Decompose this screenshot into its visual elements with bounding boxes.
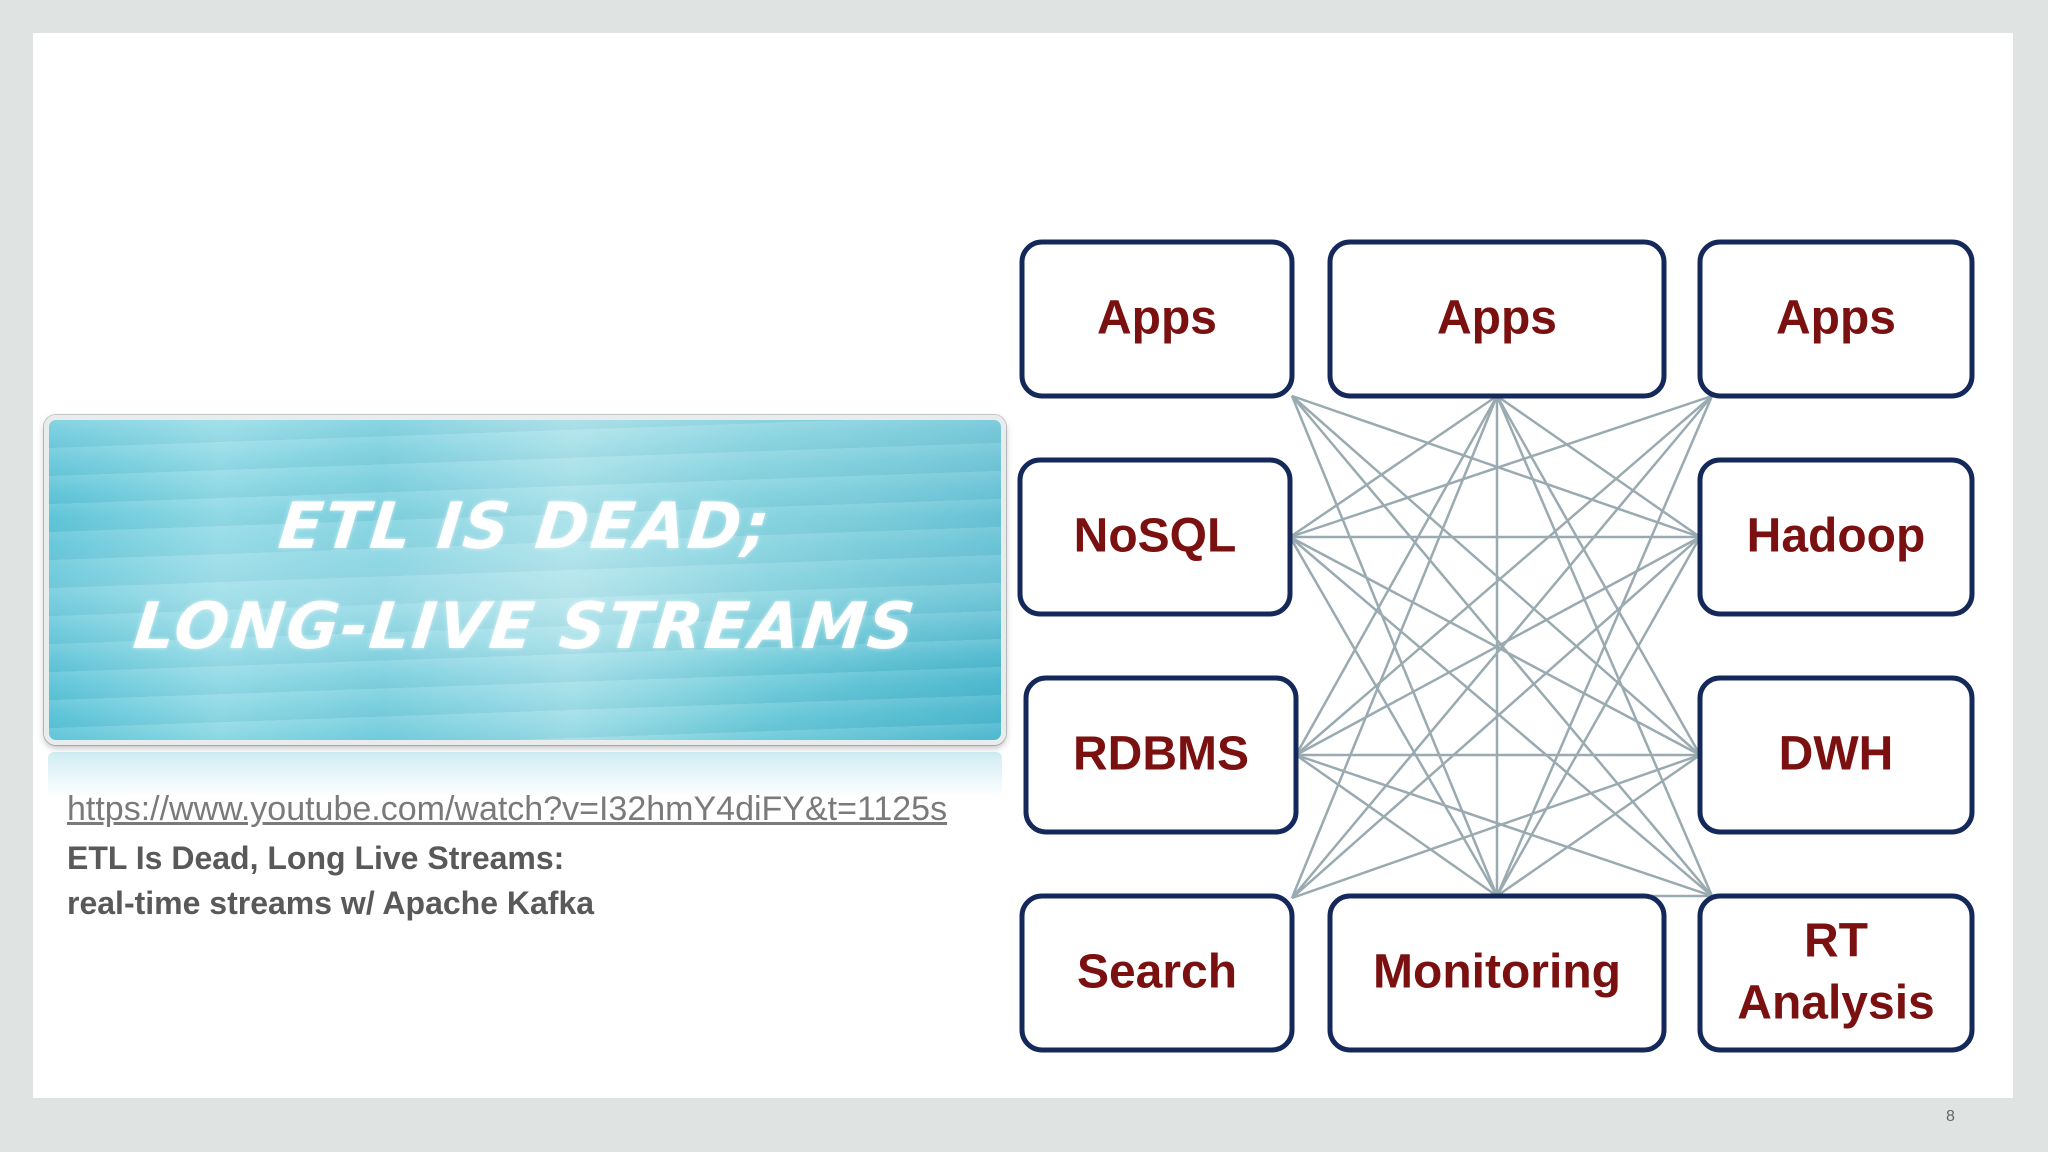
node-rt-analysis: RT Analysis [1697,893,1975,1053]
watercolor-wash [49,420,1001,740]
node-rdbms: RDBMS [1023,675,1299,835]
node-label-hadoop: Hadoop [1747,510,1926,563]
thumbnail-reflection [48,752,1002,798]
node-label-rt-analysis-1: RT [1804,915,1868,968]
node-label-search: Search [1077,946,1237,999]
node-label-nosql: NoSQL [1074,510,1237,563]
connection-nosql-dwh [1289,535,1701,757]
node-label-monitoring: Monitoring [1373,946,1621,999]
connection-apps-middle-hadoop [1496,394,1701,539]
video-link[interactable]: https://www.youtube.com/watch?v=I32hmY4d… [67,790,948,828]
connection-search-dwh [1291,753,1701,900]
connection-lines [1288,394,1714,900]
connection-search-hadoop [1291,536,1701,899]
page-number: 8 [1946,1108,1955,1125]
node-monitoring: Monitoring [1327,893,1667,1053]
connection-dwh-monitoring [1496,753,1701,898]
connection-rdbms-hadoop [1295,535,1701,757]
video-thumbnail[interactable]: ETL IS DEAD; LONG-LIVE STREAMS [44,415,1006,745]
node-apps-left: Apps [1019,239,1295,399]
node-label-dwh: DWH [1779,728,1894,781]
node-box-monitoring [1327,893,1667,1053]
connection-apps-middle-rdbms [1294,395,1499,756]
connection-nosql-monitoring [1288,536,1499,897]
connection-rdbms-monitoring [1295,753,1498,898]
connection-nosql-rt-analysis [1289,536,1713,897]
node-search: Search [1019,893,1295,1053]
node-box-dwh [1697,675,1975,835]
node-apps-right: Apps [1697,239,1975,399]
connection-apps-right-rdbms [1295,395,1713,756]
node-box-apps-right [1697,239,1975,399]
node-label-apps-left: Apps [1097,292,1217,345]
node-apps-middle: Apps [1327,239,1667,399]
node-box-apps-middle [1327,239,1667,399]
node-box-search [1019,893,1295,1053]
node-box-rdbms [1023,675,1299,835]
node-label-apps-right: Apps [1776,292,1896,345]
node-box-apps-left [1019,239,1295,399]
node-box-rt-analysis [1697,893,1975,1053]
video-title-line-2: real-time streams w/ Apache Kafka [67,885,595,921]
node-label-apps-middle: Apps [1437,292,1557,345]
connection-hadoop-monitoring [1495,536,1702,897]
node-hadoop: Hadoop [1697,457,1975,617]
node-label-rdbms: RDBMS [1073,728,1249,781]
node-label-rt-analysis-2: Analysis [1737,977,1934,1030]
connection-apps-right-nosql [1289,394,1713,539]
video-title-line-1: ETL Is Dead, Long Live Streams: [67,840,565,876]
connection-rdbms-rt-analysis [1295,753,1713,898]
node-nosql: NoSQL [1017,457,1293,617]
node-box-nosql [1017,457,1293,617]
connection-apps-middle-nosql [1289,394,1498,539]
connection-apps-right-search [1291,395,1713,899]
node-dwh: DWH [1697,675,1975,835]
node-box-hadoop [1697,457,1975,617]
